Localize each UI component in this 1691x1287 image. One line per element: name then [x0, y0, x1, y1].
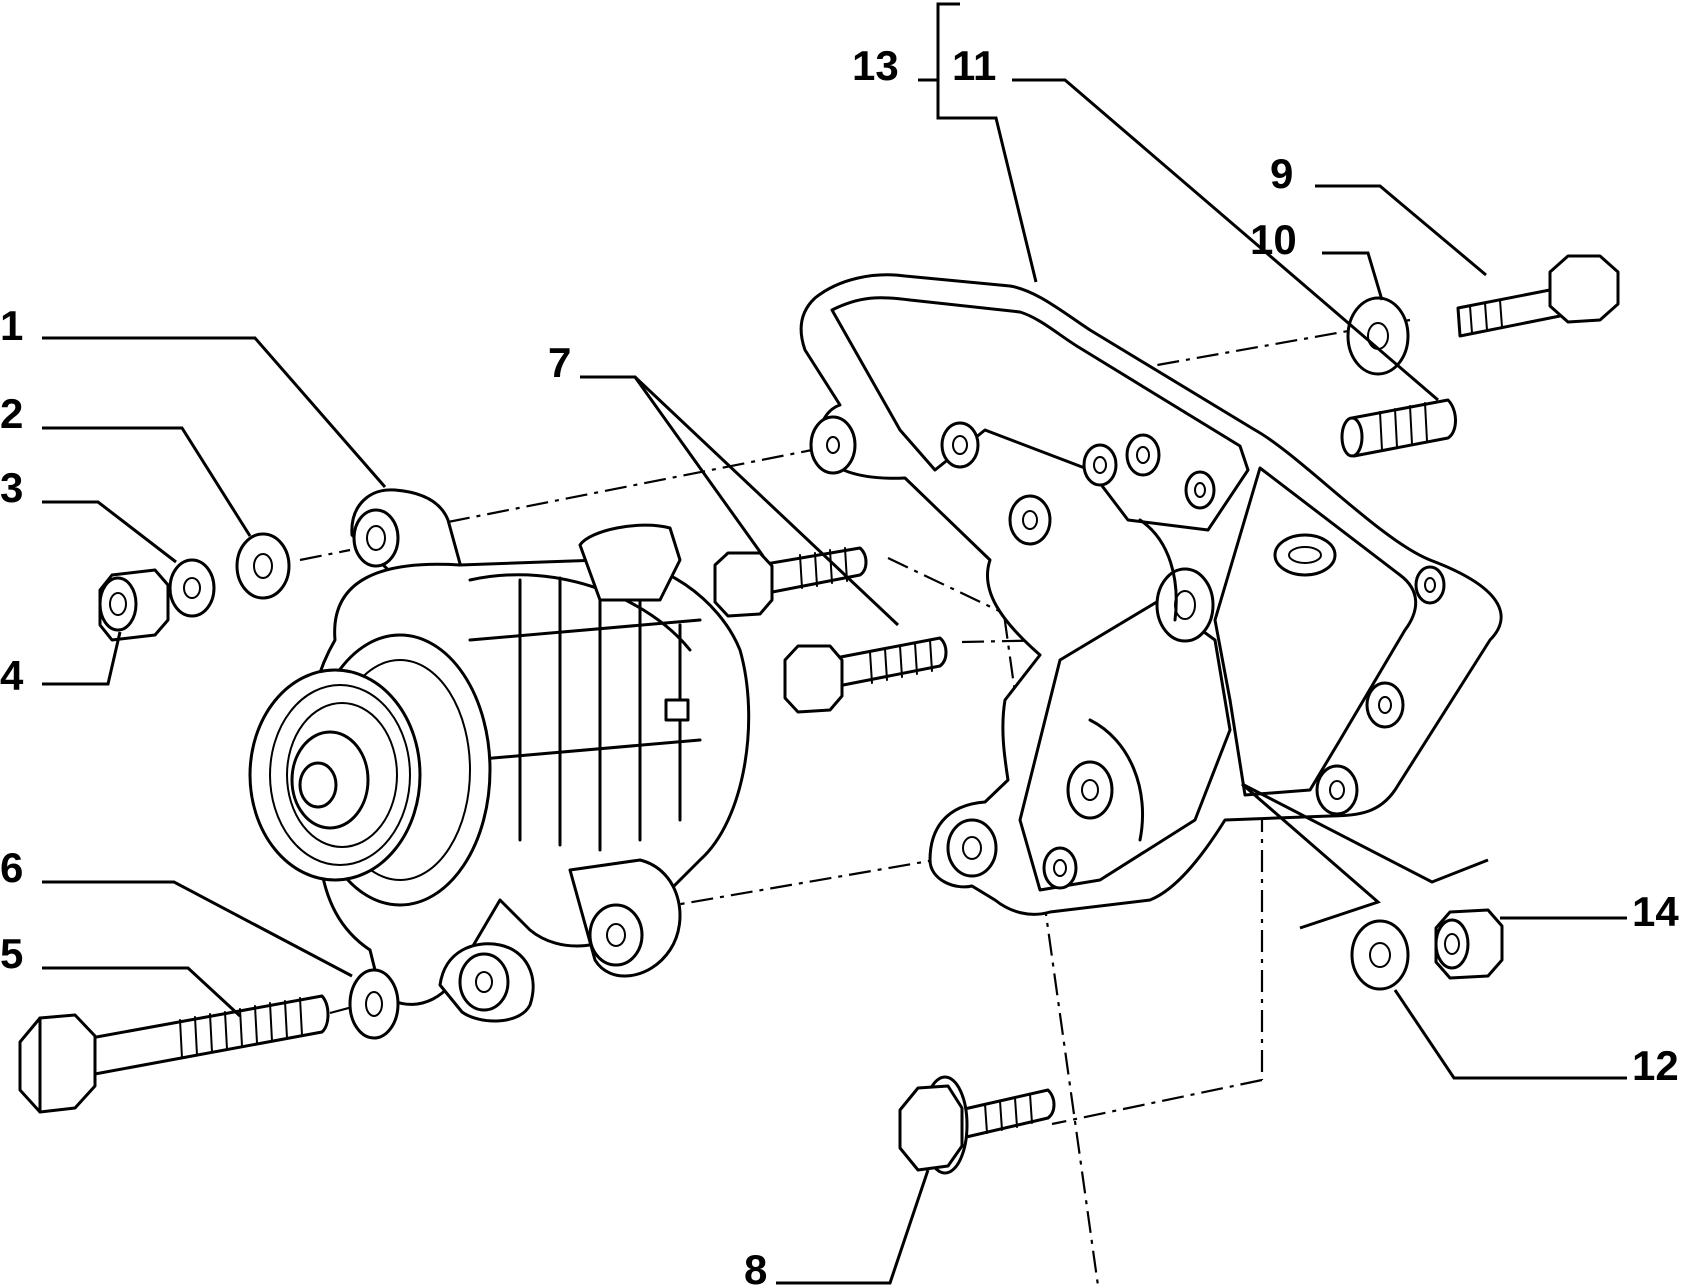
callout-12: 12: [1632, 1042, 1679, 1089]
nut-14: [1434, 908, 1504, 980]
callout-4: 4: [0, 652, 24, 699]
leader-7b: [633, 375, 900, 627]
nut-4: [98, 568, 170, 642]
leader-9: [1315, 184, 1487, 277]
stud-11: [1340, 398, 1457, 458]
alternator: [248, 488, 751, 1023]
callout-9: 9: [1270, 150, 1293, 197]
callout-7: 7: [548, 339, 571, 386]
leader-8: [776, 1169, 930, 1285]
callout-13: 13: [852, 42, 899, 89]
callout-8: 8: [744, 1246, 767, 1287]
leader-11: [1012, 78, 1439, 402]
callout-6: 6: [0, 844, 23, 891]
leader-12-14-branch-b: [1241, 782, 1381, 930]
washer-6: [348, 968, 400, 1040]
callout-1: 1: [0, 302, 23, 349]
leader-4: [42, 631, 122, 686]
callout-10: 10: [1250, 216, 1297, 263]
callout-2: 2: [0, 390, 23, 437]
leader-6: [42, 880, 353, 978]
leader-3: [42, 500, 177, 564]
leader-1: [42, 336, 387, 488]
callout-5: 5: [0, 930, 23, 977]
bolt-7-upper: [713, 546, 868, 618]
callout-3: 3: [0, 464, 23, 511]
washer-12: [1350, 919, 1410, 991]
leader-12: [1393, 989, 1627, 1080]
washer-10: [1346, 296, 1410, 376]
washer-2: [235, 532, 291, 600]
flanged-bolt-8: [898, 1075, 1056, 1175]
long-bolt-5: [18, 994, 330, 1114]
lock-washer-3: [168, 558, 216, 618]
callout-11: 11: [952, 42, 996, 89]
leader-lines: [42, 2, 1627, 1285]
leader-13-bracket: [936, 2, 1038, 283]
leader-2: [42, 426, 252, 537]
callout-14: 14: [1632, 888, 1679, 935]
leader-10: [1322, 251, 1384, 301]
leader-12-14-branch-a: [1241, 782, 1489, 884]
bolt-9: [1456, 254, 1620, 338]
callouts: 1 2 3 4 5 6 7 8 9 10 11 12 13 14: [0, 42, 1679, 1287]
bolt-7-lower: [783, 636, 948, 714]
alternator-support-bracket: [799, 273, 1503, 916]
leader-5: [42, 966, 242, 1018]
